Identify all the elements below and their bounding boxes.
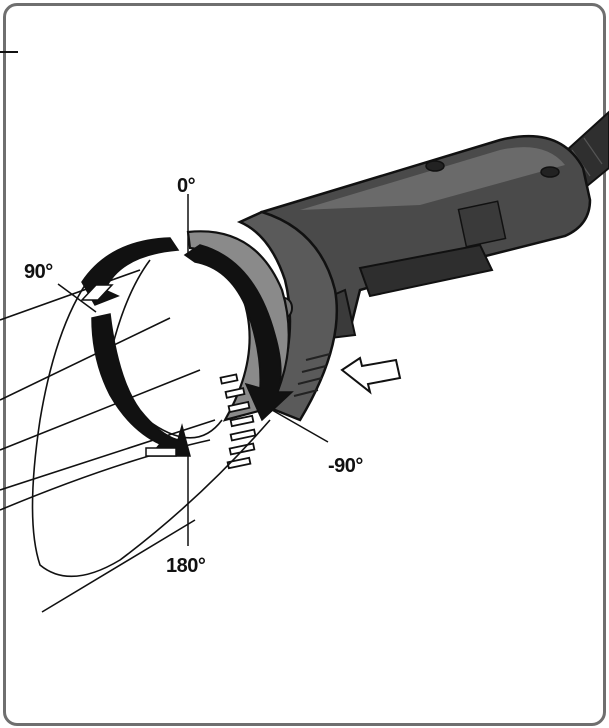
screw-hole xyxy=(425,160,445,172)
trigger xyxy=(358,243,494,298)
rotation-arrow-90-to-180 xyxy=(91,313,191,457)
nozzle-outline xyxy=(31,254,271,578)
leader-90 xyxy=(57,283,97,313)
housing-collar xyxy=(236,210,339,422)
label-angle-0: 0° xyxy=(177,175,196,197)
trigger-lock xyxy=(457,200,507,248)
handle-top-highlight xyxy=(300,147,565,210)
label-angle-180: 180° xyxy=(166,555,206,577)
push-arrow xyxy=(340,356,402,395)
screw-hole xyxy=(540,166,560,178)
label-angle-minus-90: -90° xyxy=(328,455,363,477)
label-angle-90: 90° xyxy=(24,261,53,283)
leader-minus90 xyxy=(271,409,329,443)
rotation-arrow-0-to-minus90 xyxy=(183,244,294,422)
